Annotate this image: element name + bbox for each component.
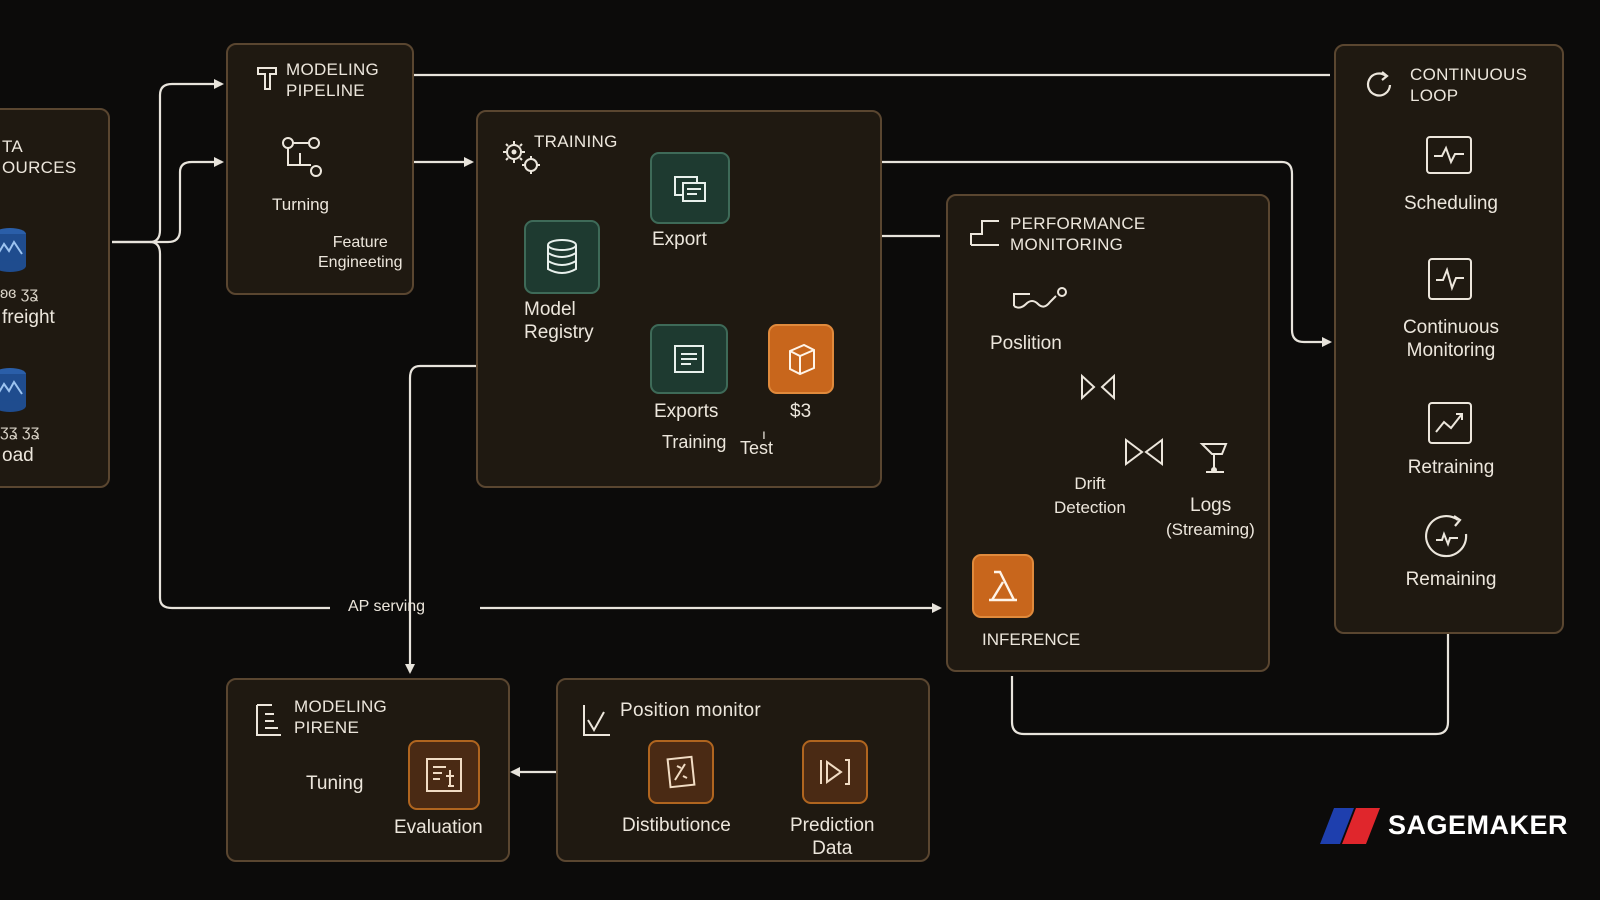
lambda-icon [989, 570, 1017, 602]
activity-monitor-icon [1428, 258, 1472, 300]
evaluation-label: Evaluation [394, 817, 483, 838]
distribution-icon [666, 755, 696, 789]
drift-valve-icon [1125, 438, 1163, 466]
feature-engineering-label: Feature Engineeting [318, 234, 403, 271]
data-source-freight: freight [2, 307, 55, 328]
database-icon [0, 228, 26, 272]
arrow-sources-to-inference [149, 240, 330, 610]
line-monitoring-loop-return [1010, 634, 1450, 736]
modeling-pipeline-title: MODELING PIPELINE [286, 60, 380, 100]
database-icon [0, 368, 26, 412]
brand-name: SAGEMAKER [1388, 810, 1569, 840]
data-source-oad: oad [2, 445, 34, 466]
tuning-label: Tuning [306, 773, 364, 794]
export-label: Export [652, 229, 707, 250]
modeling-pirene-panel: MODELING PIRENE Tuning Evaluation [226, 678, 510, 862]
logs-streaming-label: (Streaming) [1166, 520, 1255, 539]
prediction-data-label: Prediction Data [790, 815, 875, 859]
cycle-gauge-icon [1425, 515, 1468, 558]
evaluation-board-icon [426, 758, 462, 792]
position-monitor-panel: Position monitor Distibutionce Predictio… [556, 678, 930, 862]
document-icon [674, 345, 704, 373]
sagemaker-logo-icon [1320, 808, 1380, 844]
inference-tile[interactable] [972, 554, 1034, 618]
database-icon [547, 239, 577, 274]
exports-tile[interactable] [650, 324, 728, 394]
training-data-label: Training [662, 432, 727, 452]
chart-doc-icon [583, 705, 610, 736]
sagemaker-brand: SAGEMAKER [1320, 806, 1568, 846]
cube-icon [789, 343, 815, 376]
hammer-icon [257, 67, 277, 90]
position-monitor-title: Position monitor [620, 700, 762, 721]
gears-icon [503, 141, 540, 174]
logs-stream-icon [1199, 443, 1228, 473]
distibutionce-tile[interactable] [648, 740, 714, 804]
refresh-icon [1366, 71, 1392, 97]
data-sources-title: TA OURCES [2, 137, 77, 177]
modeling-pirene-title: MODELING PIRENE [294, 697, 388, 737]
pulse-monitor-icon [1426, 136, 1472, 174]
performance-monitoring-panel: PERFORMANCE MONITORING Poslition Drift D… [946, 194, 1270, 672]
inference-label: INFERENCE [982, 630, 1081, 649]
poslition-label: Poslition [990, 333, 1062, 354]
trend-chart-icon [1428, 402, 1472, 444]
export-tile[interactable] [650, 152, 730, 224]
data-sources-glyphs-1: ʚɞ ʒʓ [0, 285, 39, 302]
performance-monitoring-title: PERFORMANCE MONITORING [1010, 214, 1146, 254]
arrow-training-to-loop [882, 160, 1332, 347]
distibutionce-label: Distibutionce [622, 815, 731, 836]
modeling-pipeline-panel: MODELING PIPELINE Turning Feature Engine… [226, 43, 414, 295]
s3-label: $3 [790, 401, 812, 422]
loop-item-retraining: Retraining [1407, 457, 1495, 478]
test-data-label: Test [740, 438, 774, 458]
ap-serving-label: AP serving [348, 598, 426, 615]
data-sources-glyphs-2: ʒʓ ʒʓ [0, 423, 40, 440]
loop-item-scheduling: Scheduling [1403, 193, 1499, 214]
continuous-loop-title: CONTINUOUS LOOP [1410, 65, 1528, 105]
exports-label: Exports [654, 401, 719, 422]
training-tick: ı [762, 426, 766, 442]
arrow-sources-to-pipeline-mid [112, 157, 224, 244]
training-title: TRAINING [534, 132, 618, 151]
arrow-training-to-pirene [405, 364, 476, 674]
export-icon [674, 176, 706, 202]
loop-item-remaining: Remaining [1405, 569, 1497, 590]
model-registry-label: Model Registry [524, 299, 594, 343]
workflow-icon [282, 137, 322, 177]
loop-item-continuous-monitoring: Continuous Monitoring [1402, 317, 1500, 361]
evaluation-tile[interactable] [408, 740, 480, 810]
training-panel: TRAINING Model Registry Export Exports $… [476, 110, 882, 488]
logs-label: Logs [1190, 495, 1232, 516]
prediction-data-tile[interactable] [802, 740, 868, 804]
s3-tile[interactable] [768, 324, 834, 394]
signal-wave-icon [1013, 287, 1067, 309]
play-forward-icon [820, 759, 850, 785]
step-chart-icon [970, 220, 999, 246]
valve-icon [1081, 373, 1115, 401]
continuous-loop-panel: CONTINUOUS LOOP Scheduling Continuous Mo… [1334, 44, 1564, 634]
drift-detection-label: Drift Detection [1054, 474, 1126, 517]
model-registry-tile[interactable] [524, 220, 600, 294]
data-sources-panel: TA OURCES ʚɞ ʒʓ freight ʒʓ ʒʓ oad [0, 108, 110, 488]
list-document-icon [256, 704, 281, 736]
turning-label: Turning [272, 195, 330, 214]
